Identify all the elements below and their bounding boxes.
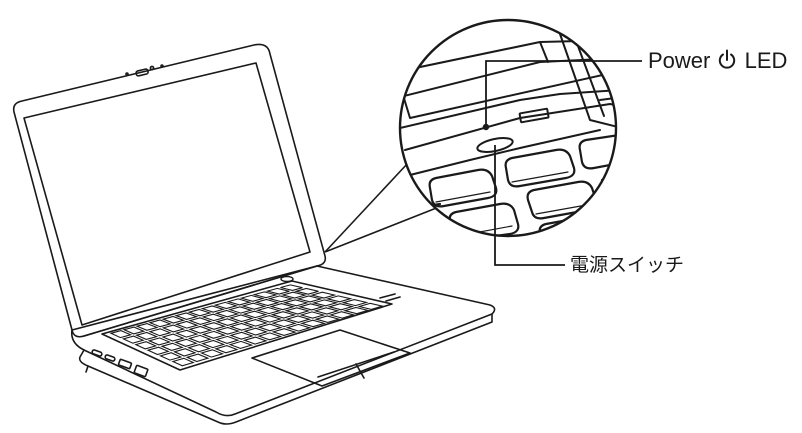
keyboard-key bbox=[203, 341, 224, 348]
keyboard-key bbox=[173, 358, 193, 366]
keyboard-key bbox=[328, 296, 351, 302]
magnified-view bbox=[396, 20, 630, 240]
keyboard-key bbox=[190, 335, 211, 342]
keyboard-key bbox=[148, 347, 168, 354]
side-ports bbox=[92, 349, 148, 376]
keyboard-key bbox=[315, 308, 337, 314]
power-symbol-icon bbox=[717, 49, 737, 77]
keyboard-key bbox=[231, 332, 252, 339]
keyboard-key bbox=[330, 304, 353, 310]
keyboard-key bbox=[189, 345, 210, 352]
keyboard-key bbox=[161, 353, 181, 360]
keyboard-key bbox=[175, 349, 195, 356]
keyboard-key bbox=[202, 350, 223, 357]
keyboard-key bbox=[259, 333, 281, 340]
callout-power-switch: 電源スイッチ bbox=[570, 254, 684, 276]
keyboard-key bbox=[230, 341, 251, 348]
keyboard-key bbox=[245, 337, 266, 344]
callout-power-led-suffix: LED bbox=[745, 48, 788, 73]
keyboard-key bbox=[187, 354, 208, 361]
keyboard-key bbox=[216, 346, 237, 353]
keyboard-key bbox=[344, 300, 367, 306]
laptop-screen bbox=[24, 63, 310, 325]
keyboard-key bbox=[301, 312, 323, 318]
keyboard-key bbox=[314, 300, 337, 306]
keyboard-key bbox=[162, 343, 182, 350]
callout-power-led: Power LED bbox=[648, 48, 787, 77]
callout-power-led-prefix: Power bbox=[648, 48, 710, 73]
keyboard-key bbox=[259, 324, 281, 331]
keyboard-key bbox=[287, 316, 309, 322]
laptop-power-button bbox=[281, 277, 293, 282]
keyboard-key bbox=[217, 336, 238, 343]
keyboard-key bbox=[245, 328, 266, 335]
